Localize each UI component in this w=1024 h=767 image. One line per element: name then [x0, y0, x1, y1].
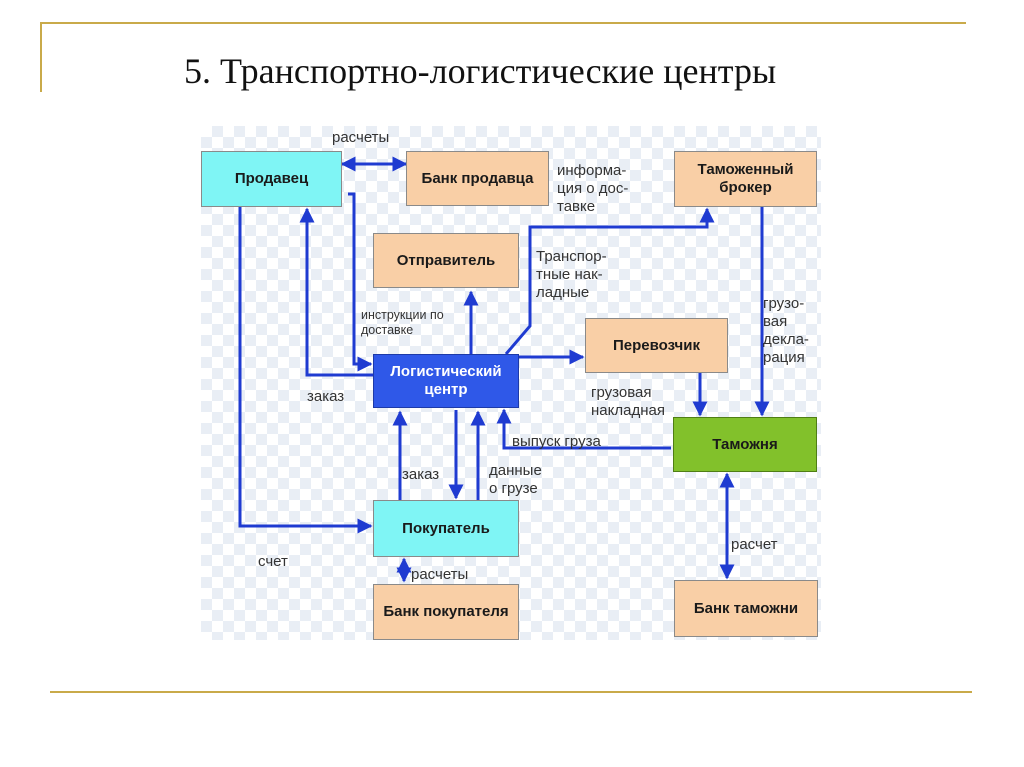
label-cargo-waybill: грузовая накладная — [591, 384, 665, 419]
arrow-lc-to-customs-broker — [504, 207, 715, 355]
box-customs: Таможня — [673, 417, 817, 472]
arrow-customs-release-to-lc — [496, 408, 671, 450]
box-customs-bank: Банк таможни — [674, 580, 818, 637]
label-settlements-top: расчеты — [332, 129, 390, 146]
label-delivery-info: информа- ция о дос- тавке — [557, 162, 629, 215]
label-cargo-data: данные о грузе — [489, 462, 542, 497]
slide-frame-left — [40, 22, 42, 92]
arrow-seller-to-lc-instructions — [348, 192, 373, 372]
label-invoice: счет — [258, 553, 288, 570]
slide-frame-top — [40, 22, 966, 24]
box-seller: Продавец — [201, 151, 342, 207]
label-delivery-instructions: инструкции по доставке — [361, 308, 444, 337]
label-cargo-release: выпуск груза — [512, 433, 601, 450]
label-order-left: заказ — [307, 388, 345, 405]
box-customs-broker: Таможенный брокер — [674, 151, 817, 207]
label-settlement-customs: расчет — [731, 536, 778, 553]
box-buyer-bank: Банк покупателя — [373, 584, 519, 640]
box-seller-bank: Банк продавца — [406, 151, 549, 206]
arrow-seller-to-buyer-invoice — [238, 207, 373, 534]
label-cargo-declaration: грузо- вая декла- рация — [763, 295, 809, 366]
label-transport-bills: Транспор- тные нак- ладные — [536, 248, 607, 301]
slide-title: 5. Транспортно-логистические центры — [184, 51, 777, 91]
box-buyer: Покупатель — [373, 500, 519, 557]
box-logistics-center: Логистический центр — [373, 354, 519, 408]
label-order-bottom: заказ — [402, 466, 440, 483]
arrow-lc-to-seller-order — [299, 207, 373, 377]
box-shipper: Отправитель — [373, 233, 519, 288]
box-carrier: Перевозчик — [585, 318, 728, 373]
slide-frame-bottom — [50, 691, 972, 693]
label-settlements-bottom: расчеты — [411, 566, 469, 583]
